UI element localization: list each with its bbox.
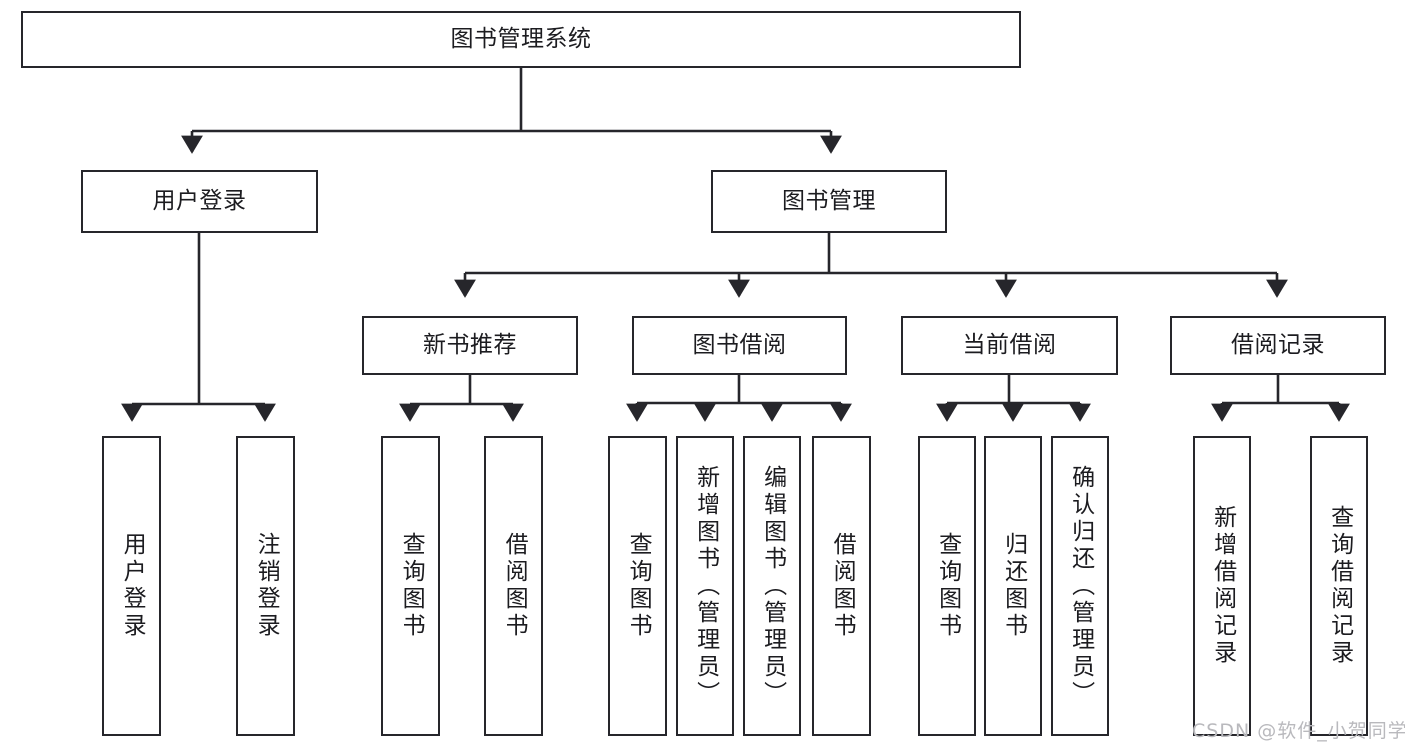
leaf-label: 确认归还（管理员） <box>1067 464 1094 708</box>
leaf-new-book-borrow[interactable]: 借阅图书 <box>484 436 543 736</box>
leaf-label: 借阅图书 <box>829 532 856 640</box>
leaf-new-book-query[interactable]: 查询图书 <box>381 436 440 736</box>
leaf-book-borrow-lend[interactable]: 借阅图书 <box>812 436 871 736</box>
leaf-label: 查询借阅记录 <box>1326 505 1353 667</box>
node-borrow-record-label: 借阅记录 <box>1231 332 1325 359</box>
leaf-current-borrow-return[interactable]: 归还图书 <box>984 436 1042 736</box>
leaf-book-borrow-query[interactable]: 查询图书 <box>608 436 667 736</box>
leaf-label: 查询图书 <box>625 532 652 640</box>
leaf-current-borrow-query[interactable]: 查询图书 <box>918 436 976 736</box>
csdn-watermark: CSDN @软件_小贺同学 <box>1192 720 1405 742</box>
leaf-borrow-record-query[interactable]: 查询借阅记录 <box>1310 436 1368 736</box>
node-book-borrow-label: 图书借阅 <box>692 332 787 359</box>
node-current-borrow-label: 当前借阅 <box>962 332 1057 359</box>
leaf-user-login-signout[interactable]: 注销登录 <box>236 436 295 736</box>
leaf-label: 查询图书 <box>934 532 961 640</box>
node-book-management-label: 图书管理 <box>782 188 876 215</box>
leaf-label: 编辑图书（管理员） <box>759 464 786 708</box>
node-user-login-label: 用户登录 <box>152 188 247 215</box>
leaf-label: 借阅图书 <box>501 532 528 640</box>
leaf-current-borrow-confirm[interactable]: 确认归还（管理员） <box>1051 436 1109 736</box>
leaf-label: 新增借阅记录 <box>1209 505 1236 667</box>
node-root[interactable]: 图书管理系统 <box>21 11 1021 68</box>
leaf-label: 新增图书（管理员） <box>692 464 719 708</box>
leaf-label: 注销登录 <box>253 532 280 640</box>
node-user-login[interactable]: 用户登录 <box>81 170 318 233</box>
leaf-book-borrow-add[interactable]: 新增图书（管理员） <box>676 436 734 736</box>
leaf-borrow-record-add[interactable]: 新增借阅记录 <box>1193 436 1251 736</box>
node-root-label: 图书管理系统 <box>450 26 592 53</box>
node-book-management[interactable]: 图书管理 <box>711 170 947 233</box>
node-borrow-record[interactable]: 借阅记录 <box>1170 316 1386 375</box>
leaf-user-login-signin[interactable]: 用户登录 <box>102 436 161 736</box>
leaf-label: 查询图书 <box>398 532 425 640</box>
leaf-label: 用户登录 <box>119 532 146 640</box>
leaf-book-borrow-edit[interactable]: 编辑图书（管理员） <box>743 436 801 736</box>
node-new-book-recommend[interactable]: 新书推荐 <box>362 316 578 375</box>
leaf-label: 归还图书 <box>1000 532 1027 640</box>
node-new-book-recommend-label: 新书推荐 <box>423 332 517 359</box>
node-book-borrow[interactable]: 图书借阅 <box>632 316 847 375</box>
node-current-borrow[interactable]: 当前借阅 <box>901 316 1118 375</box>
